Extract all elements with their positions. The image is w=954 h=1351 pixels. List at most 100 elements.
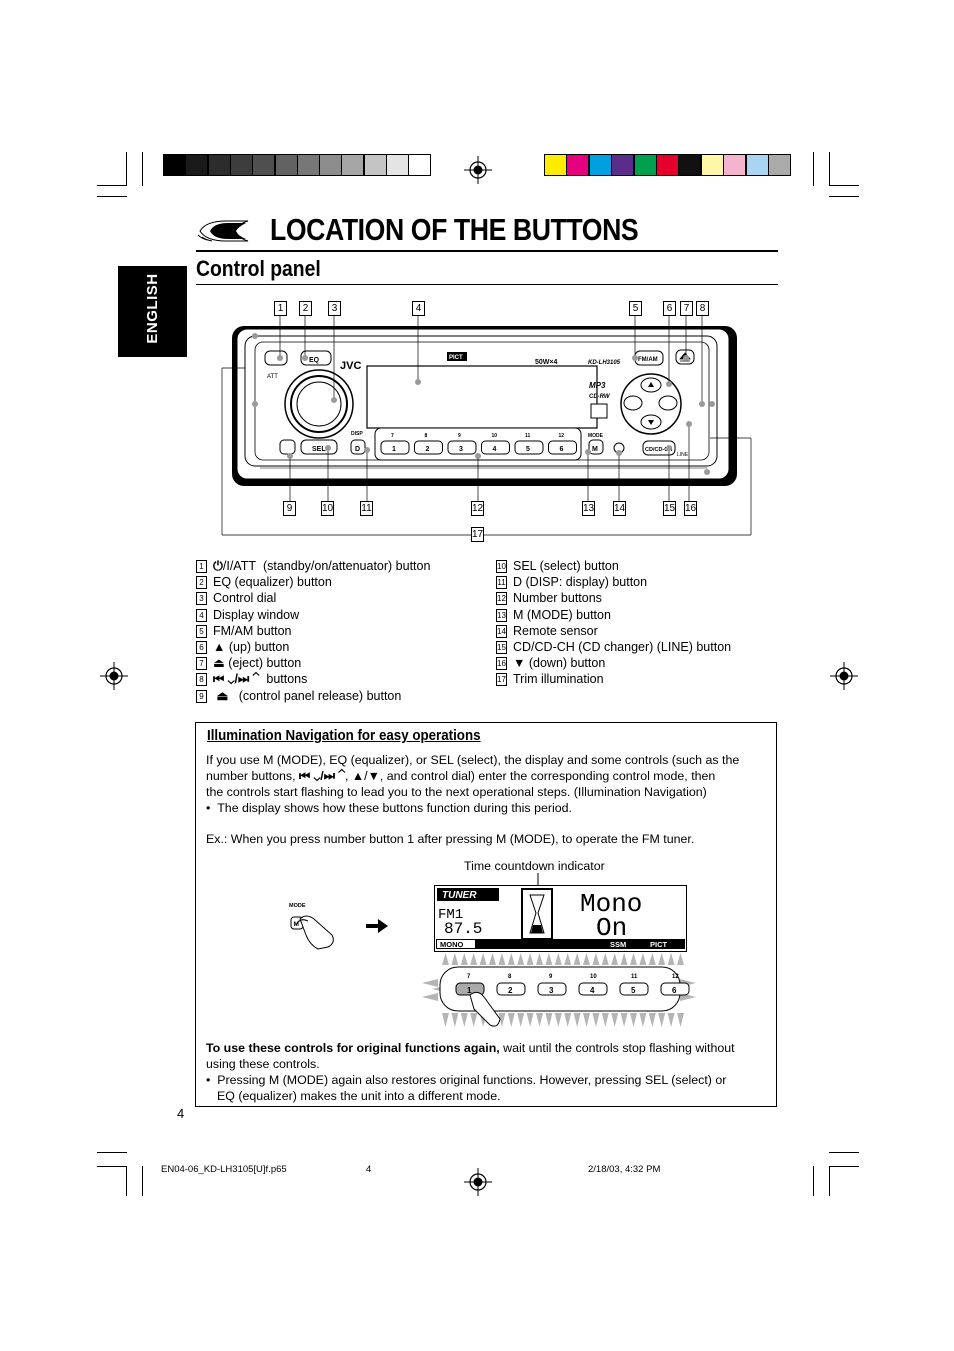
flash-spike [630,1013,637,1027]
flash-spike [564,1013,572,1027]
cdrw-label: CD-RW [589,394,611,400]
gray-swatch [163,154,186,176]
flash-spike [611,1013,619,1027]
legend-number: 15 [496,640,507,654]
bullet-1: • The display shows how these buttons fu… [206,801,572,815]
legend-text: ▲ (up) button [213,639,290,654]
gray-swatch [252,154,276,176]
title-rule [196,250,778,252]
process-swatch [544,154,567,176]
brand-label: JVC [340,360,361,372]
flash-number-top: 11 [631,974,638,980]
flash-spike [601,1013,609,1027]
restore-line-1: To use these controls for original funct… [206,1040,768,1056]
legend-text: EQ (equalizer) button [213,575,332,590]
legend-number: 10 [496,560,507,573]
intro-line-2: number buttons, ⏮ ⌄/⏭ ⌃, ▲/▼, and contro… [206,768,768,784]
legend-text: ▼ (down) button [513,656,606,671]
lcd-line-2: On [596,913,627,943]
frequency-label: 87.5 [444,920,482,938]
flash-spike [611,953,619,965]
flash-spike [536,953,543,965]
skip-arrows-icon: ⏮ ⌄/⏭ ⌃ [299,769,346,783]
legend-text: ⏏ (eject) button [213,656,302,671]
restore-bold: To use these controls for original funct… [206,1041,500,1055]
flash-spike [620,1013,628,1027]
flash-spike [583,953,590,965]
disp-label: DISP [351,431,363,437]
legend-number: 4 [196,608,207,622]
flash-spike [507,953,515,965]
callout-15: 15 [663,501,676,516]
flash-number-label: 1 [467,986,472,995]
page-number: 4 [177,1106,185,1121]
section-heading: Illumination Navigation for easy operati… [207,728,481,744]
legend-number: 3 [196,592,207,606]
intro-line-2-start: number buttons, [206,769,296,783]
flash-spike [630,953,637,965]
crop-mark [97,196,127,197]
callout-17: 17 [471,527,484,542]
footer-date: 2/18/03, 4:32 PM [588,1164,661,1175]
number-button [447,440,477,455]
model-label: KD-LH3105 [588,360,621,366]
line-label: LINE [677,452,689,458]
number-top-label: 8 [425,433,428,439]
gray-swatch [408,154,432,176]
language-tab-label: ENGLISH [144,273,161,344]
legend-text: Control dial [213,591,277,606]
legend-text: Remote sensor [513,623,598,638]
registration-mark-icon [100,662,128,690]
legend-text-1: (standby/on/attenuator) button [262,559,431,573]
number-top-label: 7 [391,433,394,439]
flash-spike [667,953,675,965]
crop-mark [142,152,143,186]
flash-spike [479,953,487,965]
legend-text-9: (control panel release) button [238,688,402,703]
callout-12: 12 [471,501,484,516]
arrow-right-icon [366,919,388,933]
legend-item: 8 ⏮ ⌄/⏭ ⌃ buttons [196,671,476,687]
number-top-label: 11 [525,433,531,439]
gray-swatch [319,154,343,176]
legend-number: 12 [496,592,507,606]
restore-paragraph: To use these controls for original funct… [206,1040,768,1104]
fmam-label: FM/AM [638,357,658,363]
gray-swatch [341,154,365,176]
eq-label: EQ [309,357,320,364]
legend-text: ⏮ ⌄/⏭ ⌃ buttons [213,671,307,687]
process-swatch [656,154,679,176]
page-title: LOCATION OF THE BUTTONS [270,212,639,247]
lcd-display-illustration: TUNER FM1 87.5 Mono On MONO SSM PICT [434,873,687,952]
flash-spike [507,1013,515,1027]
number-button [414,440,443,455]
legend-number: 7 [196,657,207,671]
restore-rest: wait until the controls stop flashing wi… [499,1041,735,1055]
legend-left: 1 ⏻/I/ATT (standby/on/attenuator) button… [196,558,476,704]
flash-spike [639,1013,647,1027]
number-top-label: 9 [458,433,461,439]
legend-number: 13 [496,608,507,622]
flash-spike [451,1013,459,1027]
legend-number: 9 [196,689,207,703]
control-panel-diagram: EQ ATT JVC PICT 50W×4 KD-LH3105 MP3 CD-R… [221,314,752,536]
mp3-label: MP3 [589,381,606,390]
countdown-label: Time countdown indicator [464,859,605,873]
d-label: D [355,446,360,453]
language-tab: ENGLISH [118,266,187,357]
legend-item: 9 ⏏ (control panel release) button [196,688,476,704]
callout-14: 14 [613,501,626,516]
legend-text: M (MODE) button [513,607,611,622]
crop-mark [829,196,859,197]
flash-number-label: 4 [590,986,595,995]
legend-text: FM/AM button [213,623,292,638]
legend-text: ⏻/I/ATT (standby/on/attenuator) button [213,558,430,574]
callout-9: 9 [283,501,296,516]
process-swatch [588,154,612,176]
flash-spike [658,1013,666,1027]
